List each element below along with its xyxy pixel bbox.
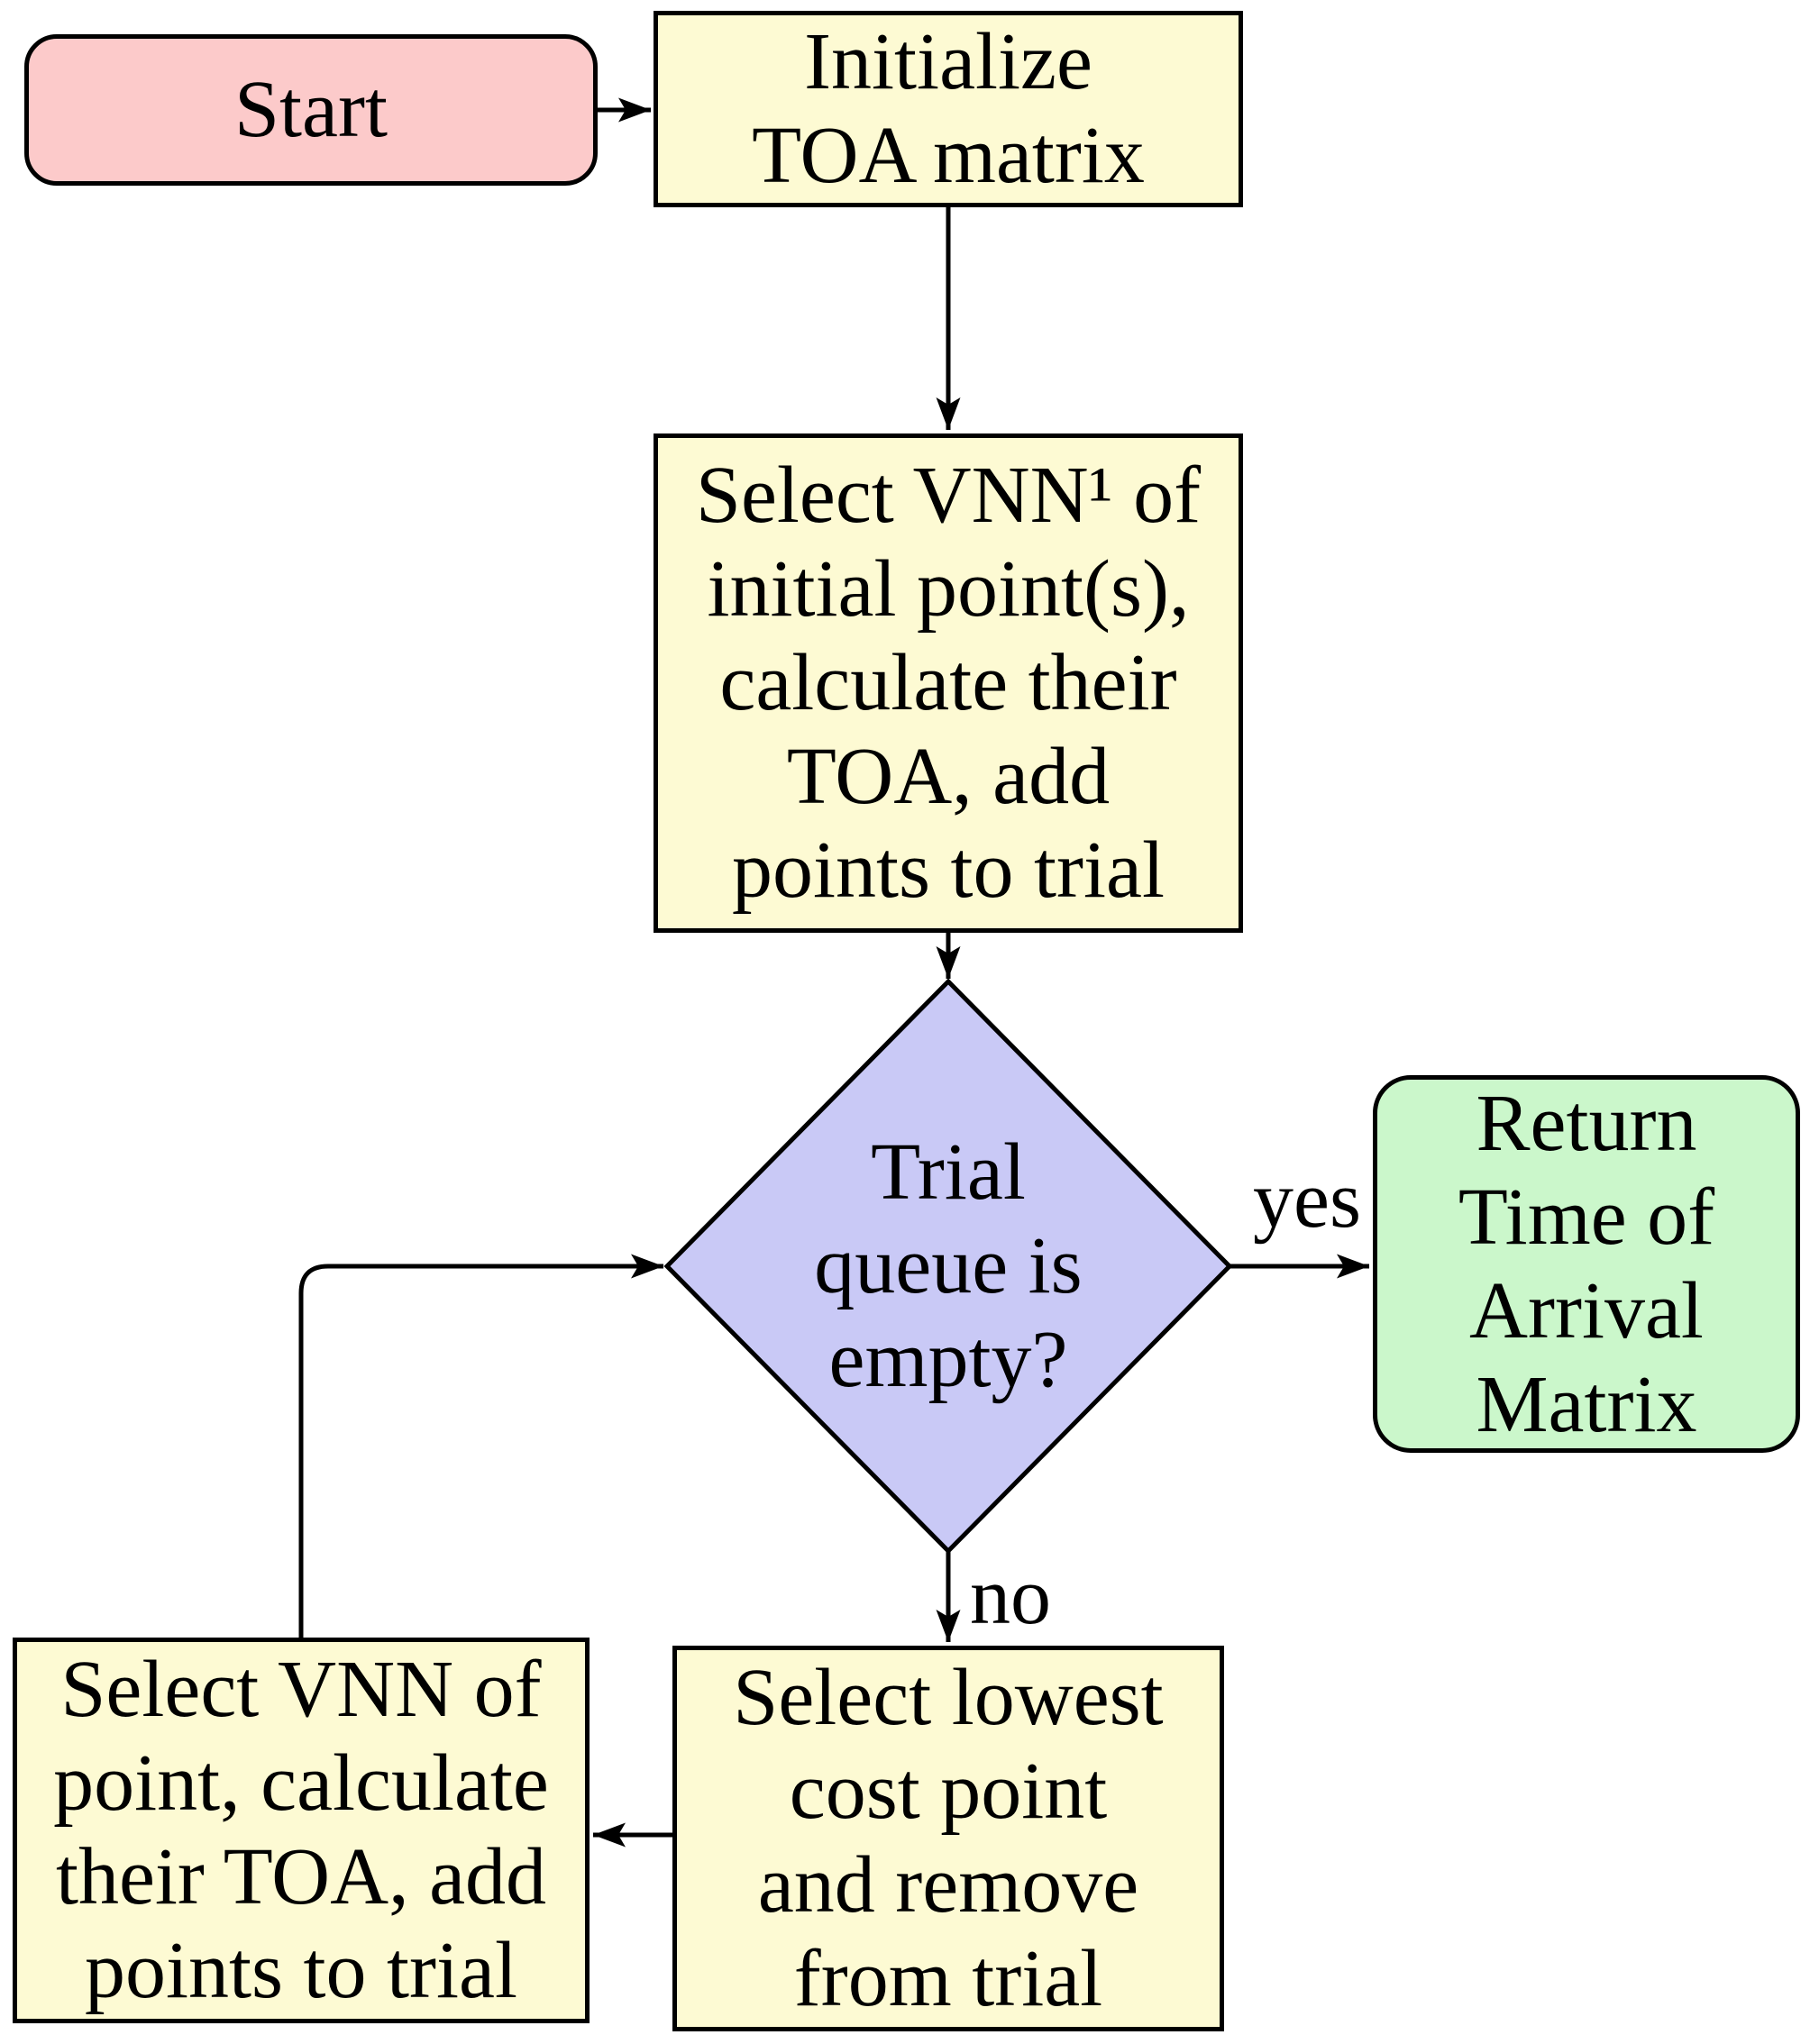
- node-line: and remove: [757, 1840, 1139, 1930]
- node-line: Select VNN of: [60, 1645, 542, 1734]
- node-line: Arrival: [1469, 1265, 1704, 1355]
- node-line: Matrix: [1476, 1359, 1697, 1449]
- node-decision-trial-queue: Trial queue is empty?: [669, 1114, 1228, 1419]
- node-line: Return: [1476, 1078, 1697, 1168]
- node-select-vnn-initial: Select VNN¹ of initial point(s), calcula…: [654, 433, 1243, 933]
- edge-label-no: no: [970, 1552, 1051, 1641]
- node-line: cost point: [789, 1747, 1108, 1836]
- edge-loopback-to-decision: [298, 1254, 664, 1638]
- node-line: their TOA, add: [55, 1832, 547, 1921]
- node-line: empty?: [828, 1315, 1068, 1404]
- node-line: points to trial: [85, 1926, 517, 2015]
- node-line: Time of: [1458, 1172, 1715, 1262]
- node-line: point, calculate: [53, 1738, 549, 1828]
- node-line: Initialize: [804, 17, 1092, 106]
- node-select-vnn-point: Select VNN of point, calculate their TOA…: [13, 1638, 590, 2023]
- node-line: queue is: [814, 1221, 1083, 1310]
- edge-label-yes: yes: [1253, 1155, 1361, 1245]
- node-line: Select lowest: [733, 1653, 1164, 1742]
- node-line: initial point(s),: [707, 544, 1190, 634]
- node-line: points to trial: [732, 826, 1165, 915]
- node-start-label: Start: [234, 65, 388, 154]
- node-line: TOA, add: [786, 732, 1111, 821]
- node-initialize-toa-matrix: Initialize TOA matrix: [654, 11, 1243, 207]
- node-line: Select VNN¹ of: [695, 451, 1202, 540]
- node-line: from trial: [793, 1934, 1103, 2023]
- node-start: Start: [24, 34, 598, 186]
- node-return-toa-matrix: Return Time of Arrival Matrix: [1373, 1075, 1800, 1453]
- node-line: Trial: [871, 1127, 1026, 1217]
- node-line: TOA matrix: [752, 111, 1145, 200]
- node-line: calculate their: [719, 638, 1177, 727]
- node-select-lowest-cost: Select lowest cost point and remove from…: [672, 1646, 1224, 2031]
